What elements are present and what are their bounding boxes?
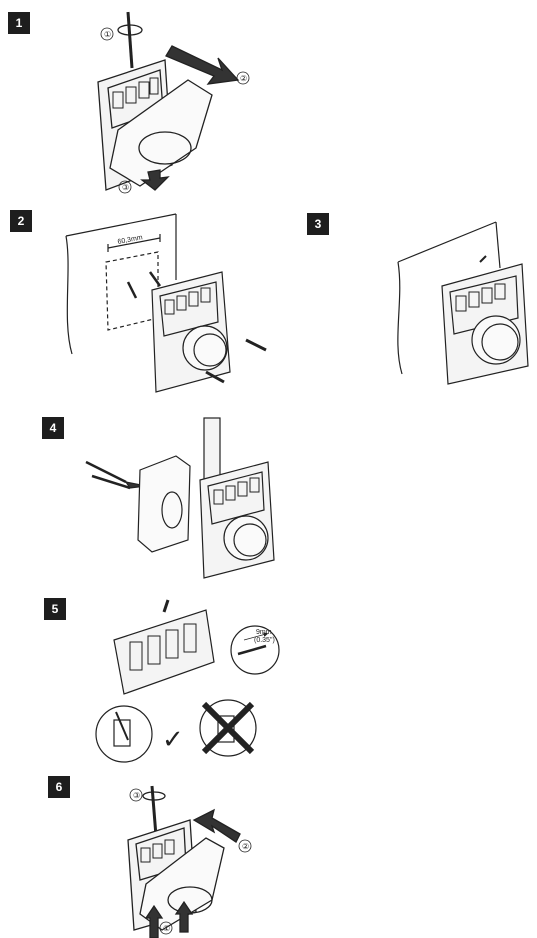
step-3-illustration xyxy=(397,221,529,385)
callout-3: ③ xyxy=(122,183,129,192)
step-4-label: 4 xyxy=(42,417,64,439)
callout-2-step6: ② xyxy=(242,842,249,851)
step-1-illustration xyxy=(97,11,240,191)
step-1-label: 1 xyxy=(8,12,30,34)
callout-1: ① xyxy=(104,30,111,39)
step-5-label: 5 xyxy=(44,598,66,620)
rotate-arrow-icon xyxy=(117,24,143,36)
correct-checkmark: ✓ xyxy=(162,725,184,755)
callout-1-step6: ① xyxy=(163,924,170,933)
step-6-label: 6 xyxy=(48,776,70,798)
step-5-illustration xyxy=(95,599,280,763)
step-2-illustration xyxy=(65,213,267,393)
callout-2: ② xyxy=(240,74,247,83)
strip-length-label: 9mm xyxy=(256,629,272,636)
step-4-illustration xyxy=(85,417,275,579)
step-6-illustration xyxy=(127,785,241,938)
callout-3-step6: ③ xyxy=(133,791,140,800)
strip-length-alt-label: (0.35") xyxy=(254,637,275,644)
rotate-arrow-icon xyxy=(142,791,166,801)
step-3-label: 3 xyxy=(307,213,329,235)
step-2-label: 2 xyxy=(10,210,32,232)
drill-distance-label: 60,3mm xyxy=(117,234,143,246)
